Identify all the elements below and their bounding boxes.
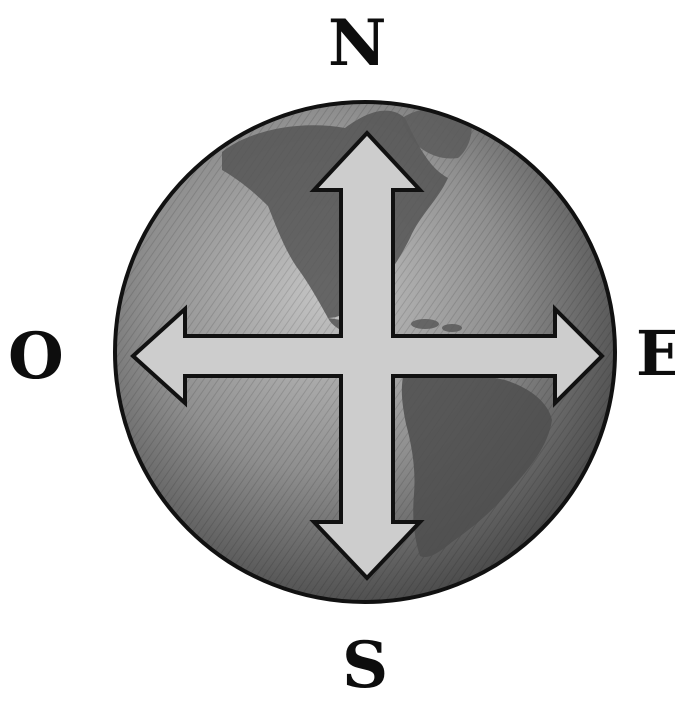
north-label: N bbox=[328, 12, 387, 76]
south-label: S bbox=[342, 634, 388, 698]
west-label: O bbox=[8, 325, 64, 389]
east-label: E bbox=[636, 323, 675, 385]
